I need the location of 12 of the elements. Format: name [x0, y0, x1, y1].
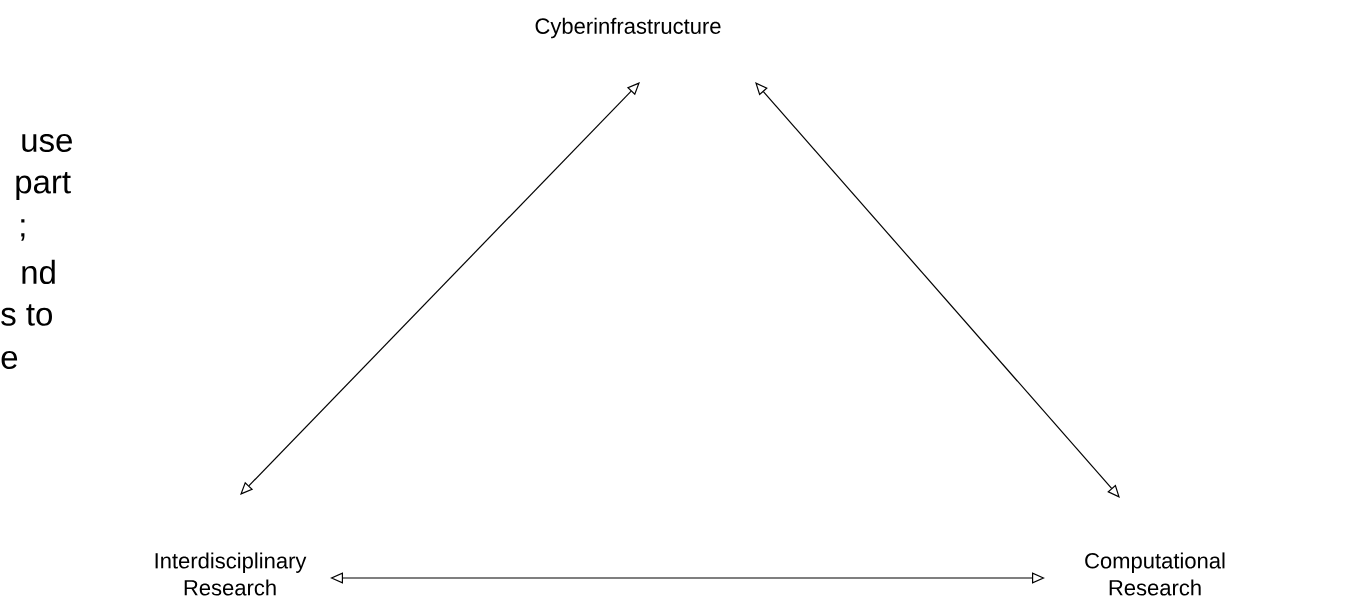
text-fragment: ;	[21, 219, 25, 241]
text-fragment: use	[22, 133, 72, 153]
arrow	[330, 572, 1045, 584]
text-fragment: s to	[1, 304, 52, 326]
node-label: Computational Research	[1085, 552, 1225, 596]
text-fragment: part	[16, 171, 71, 201]
node-label: Cyberinfrastructure	[535, 17, 721, 39]
text-fragment: e	[1, 350, 18, 370]
text-fragment: nd	[22, 259, 55, 285]
arrow	[240, 82, 640, 495]
arrow	[755, 82, 1120, 498]
node-label: Interdisciplinary Research	[155, 552, 307, 596]
